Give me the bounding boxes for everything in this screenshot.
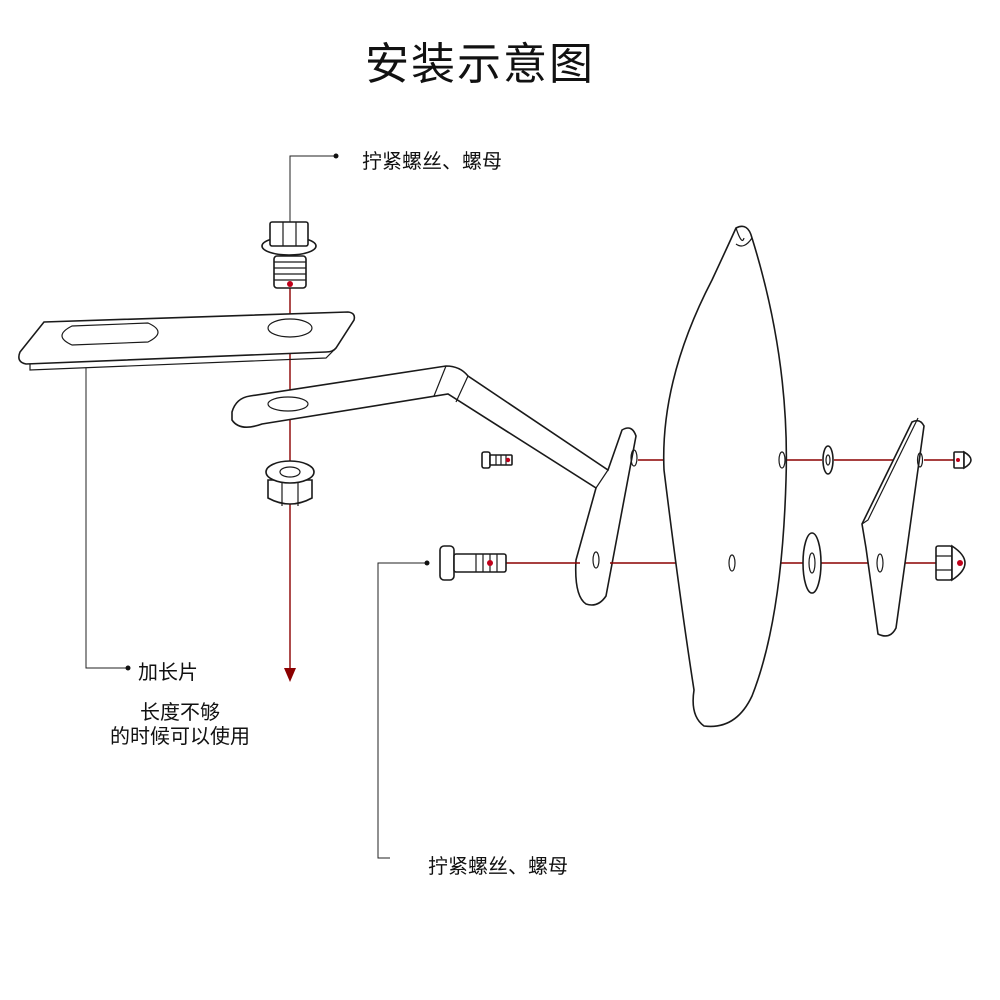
bottom-callout-leader xyxy=(377,562,427,859)
clamp-plate xyxy=(861,417,925,637)
extension-note-line1: 长度不够 xyxy=(140,700,220,724)
extension-leader-dot xyxy=(125,665,131,671)
lower-acorn-nut xyxy=(935,544,966,582)
windshield-panel xyxy=(662,225,788,728)
page-title: 安装示意图 xyxy=(365,39,595,90)
top-callout-dot xyxy=(333,153,339,159)
extension-note-line2: 的时候可以使用 xyxy=(110,724,250,748)
upper-small-screw xyxy=(481,451,513,469)
upper-acorn-nut xyxy=(953,450,972,470)
lower-large-screw xyxy=(439,545,507,581)
upper-washer xyxy=(822,445,834,475)
top-callout-label: 拧紧螺丝、螺母 xyxy=(362,149,502,173)
bottom-callout-label: 拧紧螺丝、螺母 xyxy=(428,854,568,878)
bottom-nut xyxy=(265,460,315,506)
extension-piece-label: 加长片 xyxy=(138,660,198,684)
top-callout-leader xyxy=(289,155,336,222)
extension-plate xyxy=(18,311,356,371)
main-bracket xyxy=(231,365,638,606)
top-bolt xyxy=(261,221,317,289)
extension-leader xyxy=(85,368,128,669)
down-arrow-icon xyxy=(284,668,296,682)
lower-washer xyxy=(802,532,822,594)
extension-note: 长度不够 的时候可以使用 xyxy=(80,700,280,748)
bottom-callout-dot xyxy=(424,560,430,566)
